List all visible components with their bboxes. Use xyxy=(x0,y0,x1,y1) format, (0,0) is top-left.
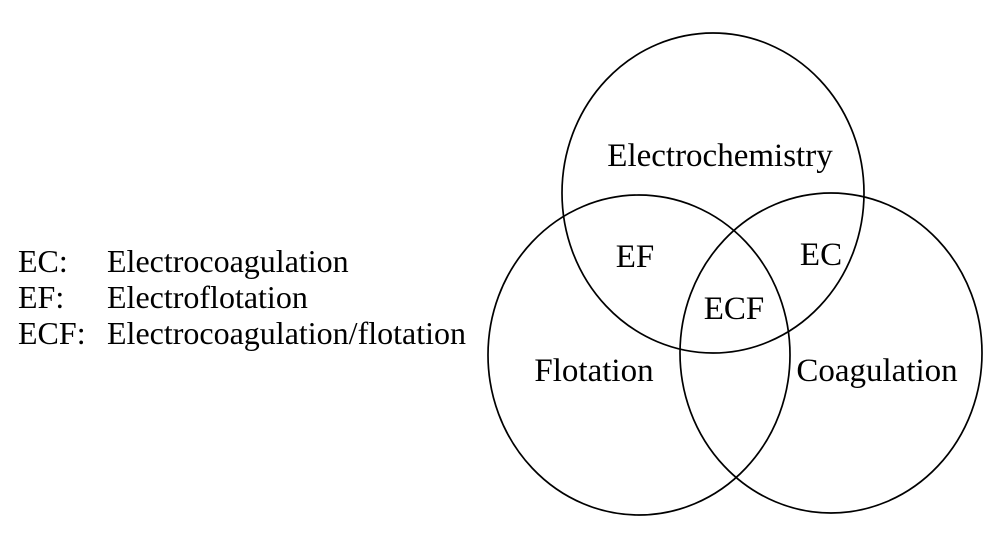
legend: EC: Electrocoagulation EF: Electroflotat… xyxy=(18,243,466,351)
legend-definition-ec: Electrocoagulation xyxy=(107,243,349,279)
electrochemistry-label: Electrochemistry xyxy=(607,138,833,174)
legend-abbr-ec: EC: xyxy=(18,243,68,279)
legend-definition-ef: Electroflotation xyxy=(107,279,308,315)
overlap-ec-label: EC xyxy=(800,237,842,273)
flotation-label: Flotation xyxy=(534,353,653,389)
overlap-ecf-label: ECF xyxy=(704,291,765,327)
coagulation-circle xyxy=(679,192,983,514)
legend-row-ec: EC: Electrocoagulation xyxy=(18,243,466,279)
legend-abbr-ef: EF: xyxy=(18,279,65,315)
overlap-ef-label: EF xyxy=(616,239,655,275)
coagulation-label: Coagulation xyxy=(796,353,957,389)
electrochemistry-circle xyxy=(561,32,865,354)
flotation-circle xyxy=(487,194,791,516)
legend-row-ef: EF: Electroflotation xyxy=(18,279,466,315)
legend-abbr-ecf: ECF: xyxy=(18,315,86,351)
legend-row-ecf: ECF: Electrocoagulation/flotation xyxy=(18,315,466,351)
legend-definition-ecf: Electrocoagulation/flotation xyxy=(107,315,466,351)
